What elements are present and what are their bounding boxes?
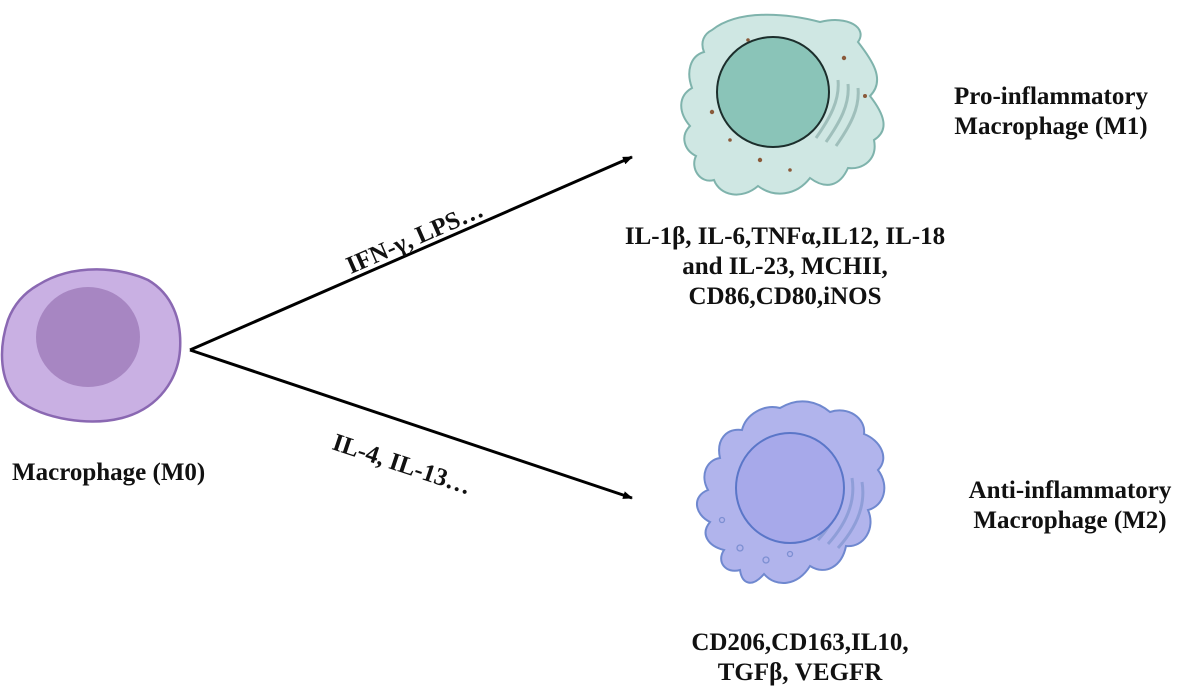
arrow-to-m1 <box>189 155 633 352</box>
m1-marker-line: IL-1β, IL-6,TNFα,IL12, IL-18 <box>624 223 946 250</box>
m1-marker-line: CD86,CD80,iNOS <box>688 283 882 310</box>
arrow-to-m2 <box>189 348 633 500</box>
m1-cell <box>680 13 885 196</box>
m0-nucleus <box>36 287 140 387</box>
m1-markers: IL-1β, IL-6,TNFα,IL12, IL-18 and IL-23, … <box>560 222 1010 312</box>
m2-marker-line: CD206,CD163,IL10, <box>691 629 909 656</box>
m2-nucleus <box>735 432 845 544</box>
m0-cell <box>0 268 182 423</box>
m1-organelles <box>709 38 867 172</box>
m2-marker-line: TGFβ, VEGFR <box>717 659 883 686</box>
m1-title-line1: Pro-inflammatory <box>954 83 1148 110</box>
m2-title-line2: Macrophage (M2) <box>973 507 1167 534</box>
m2-markers: CD206,CD163,IL10, TGFβ, VEGFR <box>630 628 970 688</box>
m2-vesicles <box>718 516 794 564</box>
m1-nucleus <box>716 36 830 148</box>
m1-marker-line: and IL-23, MCHII, <box>682 253 888 280</box>
m2-title-line1: Anti-inflammatory <box>968 477 1172 504</box>
m2-cell <box>696 400 886 584</box>
m1-title-line2: Macrophage (M1) <box>954 113 1148 140</box>
m1-golgi-icon <box>814 79 860 147</box>
m2-title: Anti-inflammatory Macrophage (M2) <box>940 476 1200 536</box>
m1-title: Pro-inflammatory Macrophage (M1) <box>926 82 1176 142</box>
m0-label: Macrophage (M0) <box>12 459 206 486</box>
